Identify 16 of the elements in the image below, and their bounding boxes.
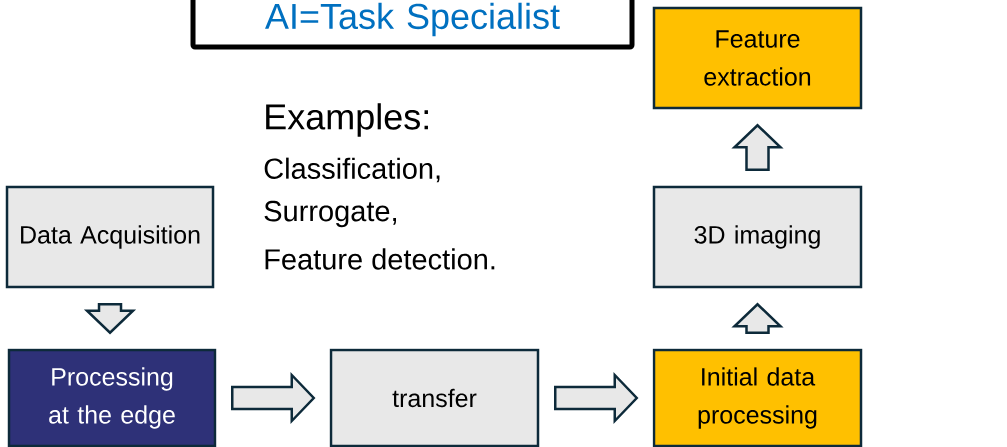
block-arrow	[554, 371, 639, 425]
title-box: AI=Task Specialist	[190, 0, 635, 50]
list-item: Feature detection.	[265, 248, 495, 270]
process-box: Initial data processing	[652, 348, 863, 447]
process-box: Feature extraction	[652, 6, 863, 110]
block-arrow	[731, 302, 784, 334]
block-arrow	[231, 371, 316, 425]
examples-heading: Examples:	[266, 103, 428, 137]
process-box: Data Acquisition	[5, 185, 215, 289]
block-arrow	[731, 123, 784, 171]
list-item: Classification,	[264, 157, 440, 183]
process-box: 3D imaging	[652, 185, 863, 289]
process-box: transfer	[329, 348, 540, 447]
process-box: Processing at the edge	[7, 348, 217, 447]
list-item: Surrogate,	[264, 200, 396, 228]
block-arrow	[83, 303, 137, 335]
